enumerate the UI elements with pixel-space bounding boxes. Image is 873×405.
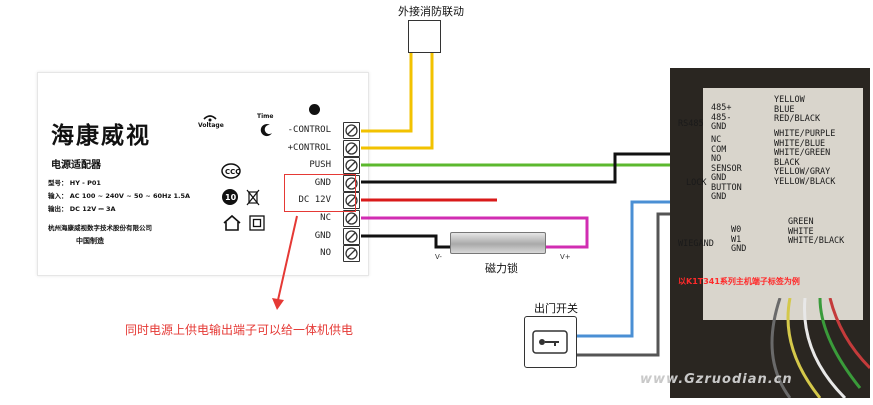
voltage-label: Voltage: [198, 122, 224, 129]
lock-group-label: LOCK: [686, 178, 707, 188]
indicator-led: [309, 104, 320, 115]
terminal-label: NO: [320, 248, 331, 258]
wiegand-label: WIEGAND: [678, 239, 714, 249]
company-text: 杭州海康威视数字技术股份有限公司: [48, 224, 152, 232]
input-text: 输入： AC 100 ~ 240V ~ 50 ~ 60Hz 1.5A: [48, 192, 191, 200]
terminal-label: PUSH: [309, 160, 331, 170]
magnetic-lock: [450, 232, 546, 254]
time-icon: [260, 122, 274, 141]
wiegand-pins: W0 W1 GND: [731, 225, 747, 254]
terminal-screw-icon: [343, 140, 360, 157]
voltage-icon: [202, 109, 218, 128]
wire-color-list-lock: WHITE/PURPLE WHITE/BLUE WHITE/GREEN BLAC…: [774, 129, 836, 187]
terminal-label: DC 12V: [298, 195, 331, 205]
terminal-label-sticker: [703, 88, 863, 320]
wire-gnd-com: [361, 152, 720, 184]
power-note: 同时电源上供电输出端子可以给一体机供电: [125, 323, 354, 337]
terminal-screw-icon: [343, 228, 360, 245]
terminal-screw-icon: [343, 122, 360, 139]
terminal-label: -CONTROL: [287, 125, 331, 135]
fire-linkage-box: [408, 20, 441, 53]
brand-logo: 海康威视: [51, 122, 151, 149]
photo-wire-bundle: [770, 298, 870, 398]
svg-text:10: 10: [225, 193, 237, 202]
fire-linkage-label: 外接消防联动: [398, 5, 464, 18]
wire-plus-control: [361, 53, 434, 150]
ccc-mark-icon: CCC: [221, 163, 241, 183]
terminal-label: GND: [314, 178, 331, 188]
magnetic-lock-label: 磁力锁: [485, 262, 518, 275]
photo-caption: 以K1T341系列主机端子标签为例: [678, 277, 800, 286]
watermark: www.Gzruodian.cn: [640, 372, 793, 387]
wire-nc-lock: [361, 216, 589, 249]
exit-button: [524, 316, 577, 368]
exit-button-label: 出门开关: [534, 302, 578, 315]
weee-bin-icon: [246, 188, 260, 210]
time-label: Time: [257, 113, 274, 120]
adapter-title: 电源适配器: [51, 160, 101, 171]
wire-color-list-wiegand: GREEN WHITE WHITE/BLACK: [788, 217, 845, 246]
rs485-pins: 485+ 485- GND: [711, 103, 732, 132]
lock-v-plus: V+: [560, 253, 571, 261]
terminal-screw-icon: [343, 210, 360, 227]
controller-terminal-photo: RS485 485+ 485- GND LOCK NC COM NO SENSO…: [670, 68, 870, 398]
indoor-use-icon: [222, 214, 242, 236]
output-text: 输出： DC 12V ⎓ 3A: [48, 205, 116, 213]
annotation-arrow: [277, 215, 298, 301]
model-text: 型号： HY - P01: [48, 179, 101, 187]
key-icon: [532, 330, 568, 354]
terminal-screw-icon: [343, 245, 360, 262]
wire-minus-control: [361, 53, 413, 133]
dc-output-highlight-box: [284, 174, 356, 212]
energy-mark-icon: 10: [221, 188, 239, 210]
class-ii-icon: [249, 215, 265, 235]
lock-v-minus: V-: [435, 253, 442, 261]
svg-text:CCC: CCC: [225, 168, 240, 176]
terminal-label: NC: [320, 213, 331, 223]
terminal-label: +CONTROL: [287, 143, 331, 153]
lock-pins: NC COM NO SENSOR GND BUTTON GND: [711, 135, 742, 202]
terminal-label: GND: [314, 231, 331, 241]
wire-gnd-lock: [361, 234, 450, 249]
wire-color-list-top: YELLOW BLUE RED/BLACK: [774, 95, 821, 124]
rs485-label: RS485: [678, 119, 704, 129]
made-in-text: 中国制造: [76, 237, 104, 245]
terminal-screw-icon: [343, 157, 360, 174]
